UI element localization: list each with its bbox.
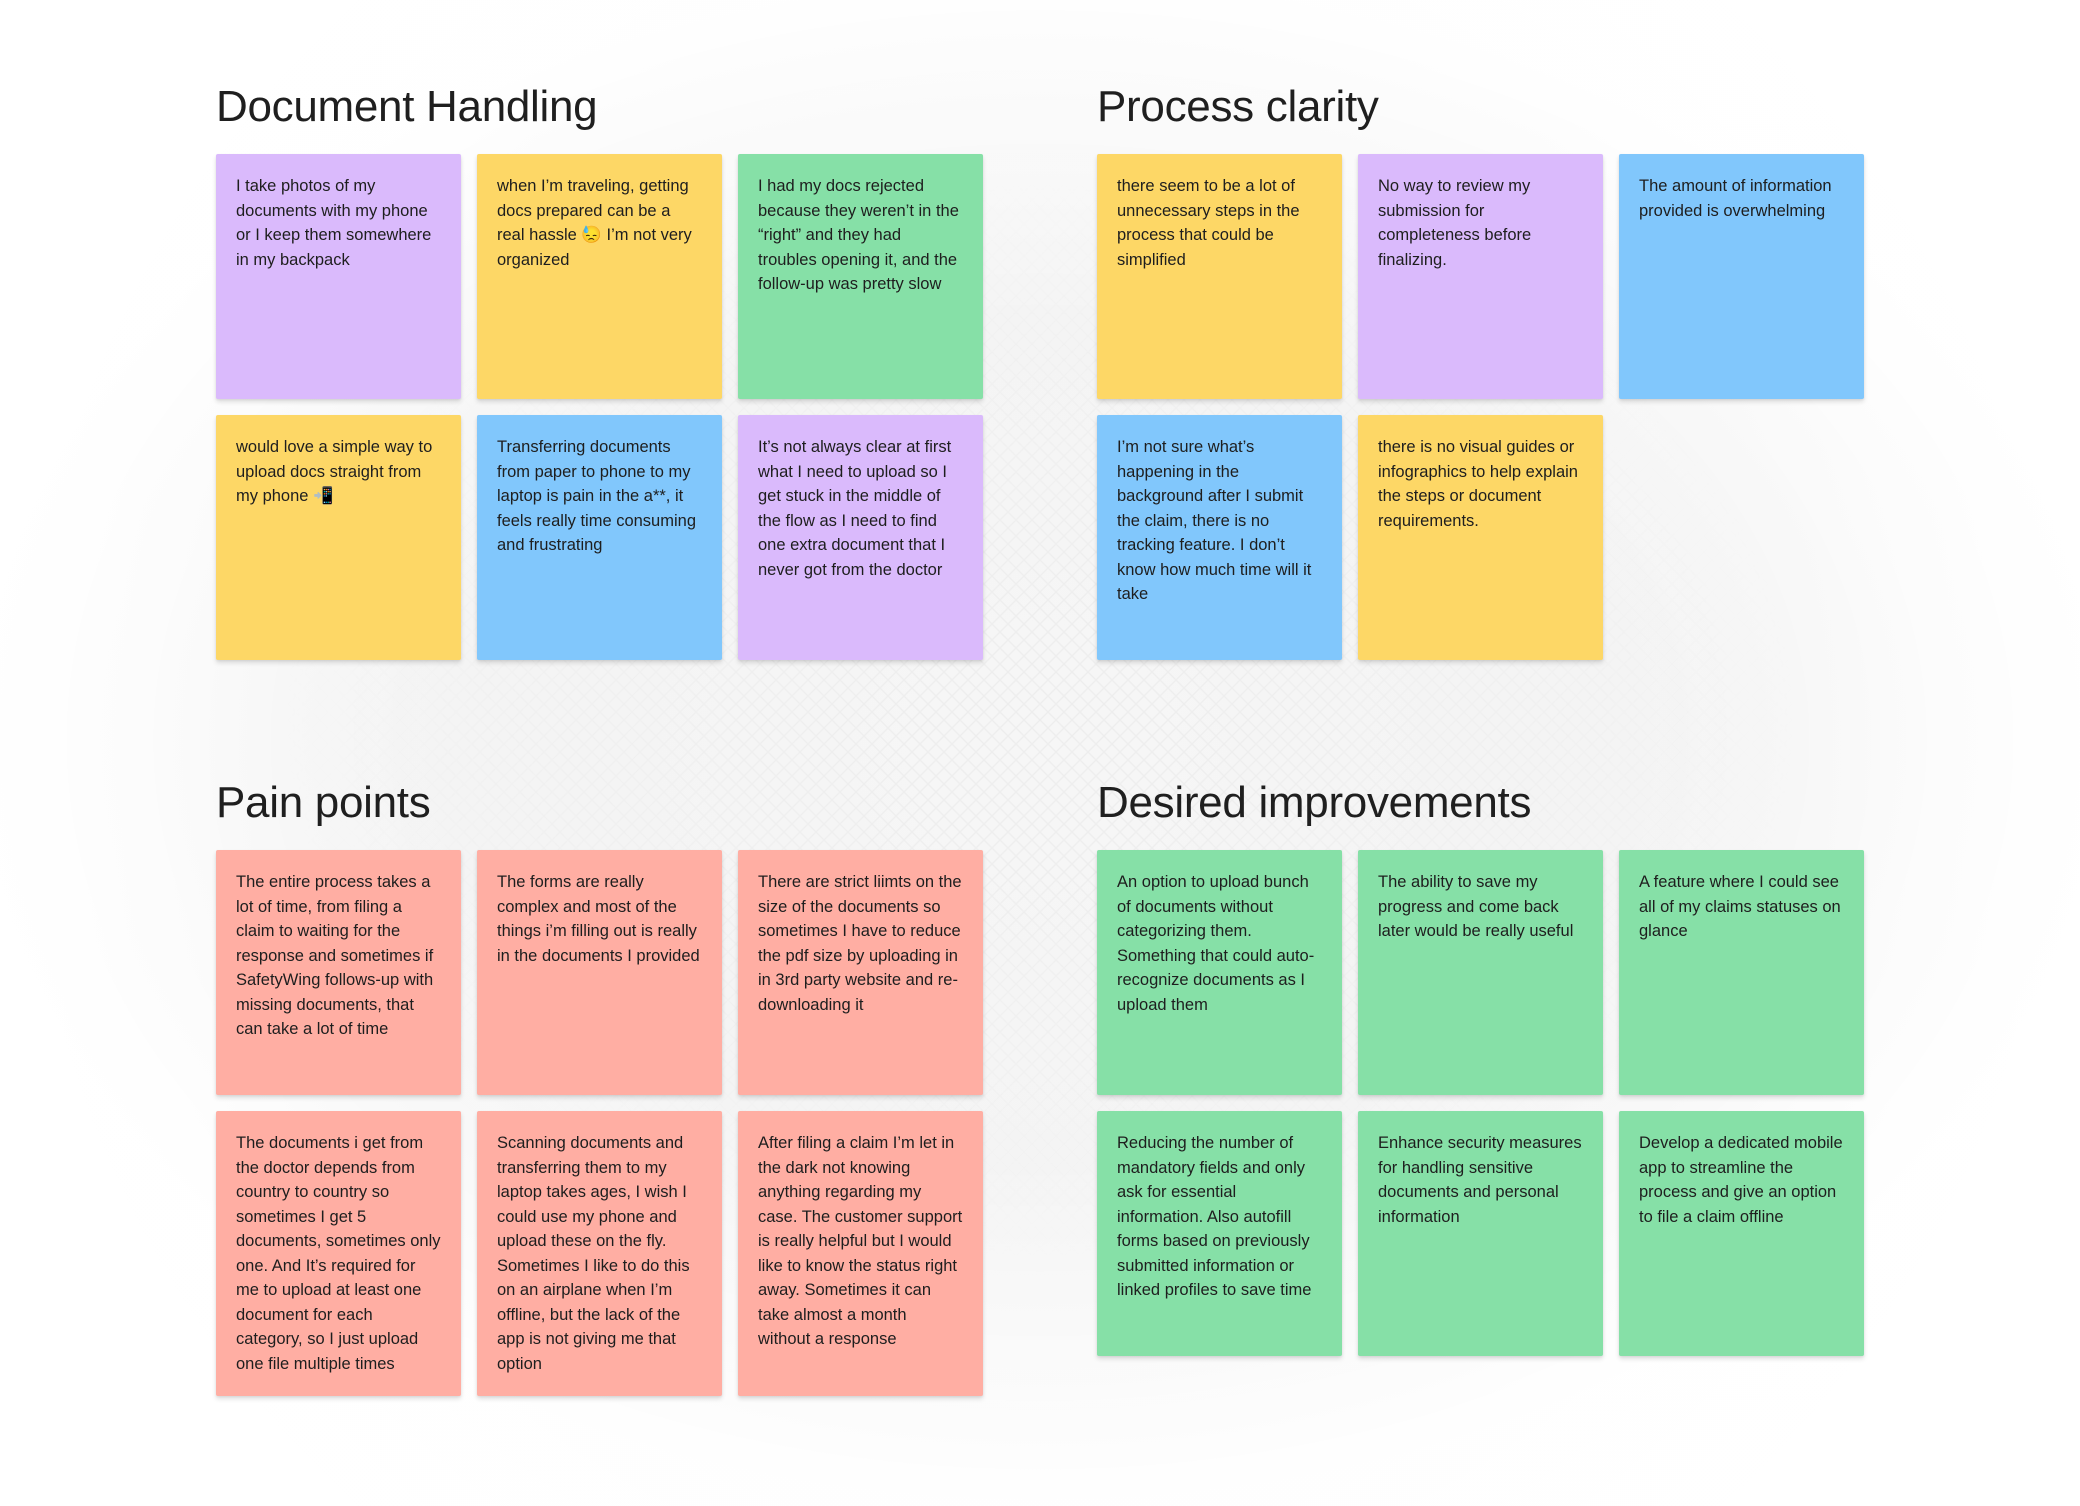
sticky-note-text: Reducing the number of mandatory fields …: [1117, 1134, 1312, 1299]
sticky-note[interactable]: The entire process takes a lot of time, …: [216, 850, 461, 1095]
sticky-note-text: It’s not always clear at first what I ne…: [758, 438, 952, 579]
section-process-clarity: Process clarity there seem to be a lot o…: [1097, 82, 1865, 662]
sticky-note-text: There are strict liimts on the size of t…: [758, 873, 962, 1014]
sticky-note[interactable]: I take photos of my documents with my ph…: [216, 154, 461, 399]
sticky-note-text: A feature where I could see all of my cl…: [1639, 873, 1841, 940]
sticky-note[interactable]: there seem to be a lot of unnecessary st…: [1097, 154, 1342, 399]
sticky-note-text: I take photos of my documents with my ph…: [236, 177, 432, 269]
sticky-note-text: would love a simple way to upload docs s…: [236, 438, 433, 505]
sticky-note[interactable]: I had my docs rejected because they were…: [738, 154, 983, 399]
sticky-note-text: there seem to be a lot of unnecessary st…: [1117, 177, 1300, 269]
sticky-note[interactable]: There are strict liimts on the size of t…: [738, 850, 983, 1095]
section-title-pain-points[interactable]: Pain points: [216, 778, 431, 827]
section-desired-improvements: Desired improvements An option to upload…: [1097, 778, 1865, 1358]
sticky-note-text: there is no visual guides or infographic…: [1378, 438, 1578, 530]
section-title-process-clarity[interactable]: Process clarity: [1097, 82, 1379, 131]
sticky-note-text: Develop a dedicated mobile app to stream…: [1639, 1134, 1843, 1226]
sticky-note-text: The entire process takes a lot of time, …: [236, 873, 434, 1038]
sticky-note[interactable]: The ability to save my progress and come…: [1358, 850, 1603, 1095]
sticky-note[interactable]: The documents i get from the doctor depe…: [216, 1111, 461, 1396]
sticky-note-text: The ability to save my progress and come…: [1378, 873, 1574, 940]
sticky-note[interactable]: Scanning documents and transferring them…: [477, 1111, 722, 1396]
sticky-note[interactable]: would love a simple way to upload docs s…: [216, 415, 461, 660]
sticky-note[interactable]: After filing a claim I’m let in the dark…: [738, 1111, 983, 1396]
sticky-note-text: Enhance security measures for handling s…: [1378, 1134, 1582, 1226]
sticky-note[interactable]: I’m not sure what’s happening in the bac…: [1097, 415, 1342, 660]
sticky-note[interactable]: when I’m traveling, getting docs prepare…: [477, 154, 722, 399]
sticky-note[interactable]: The forms are really complex and most of…: [477, 850, 722, 1095]
section-document-handling: Document Handling I take photos of my do…: [216, 82, 984, 662]
sticky-note[interactable]: No way to review my submission for compl…: [1358, 154, 1603, 399]
section-title-document-handling[interactable]: Document Handling: [216, 82, 598, 131]
sticky-note-text: when I’m traveling, getting docs prepare…: [497, 177, 692, 269]
sticky-note-text: Transferring documents from paper to pho…: [497, 438, 696, 554]
sticky-note-text: I had my docs rejected because they were…: [758, 177, 959, 293]
sticky-note[interactable]: Transferring documents from paper to pho…: [477, 415, 722, 660]
sticky-note[interactable]: Enhance security measures for handling s…: [1358, 1111, 1603, 1356]
sticky-note-text: The forms are really complex and most of…: [497, 873, 700, 965]
sticky-note-text: No way to review my submission for compl…: [1378, 177, 1532, 269]
sticky-note[interactable]: An option to upload bunch of documents w…: [1097, 850, 1342, 1095]
sticky-note-text: The documents i get from the doctor depe…: [236, 1134, 441, 1373]
sticky-note-text: Scanning documents and transferring them…: [497, 1134, 690, 1373]
sticky-note[interactable]: A feature where I could see all of my cl…: [1619, 850, 1864, 1095]
sticky-note-text: I’m not sure what’s happening in the bac…: [1117, 438, 1312, 603]
section-title-desired-improvements[interactable]: Desired improvements: [1097, 778, 1532, 827]
sticky-note[interactable]: there is no visual guides or infographic…: [1358, 415, 1603, 660]
sticky-note-text: After filing a claim I’m let in the dark…: [758, 1134, 963, 1348]
sticky-note-text: The amount of information provided is ov…: [1639, 177, 1832, 220]
sticky-note-text: An option to upload bunch of documents w…: [1117, 873, 1315, 1014]
sticky-note[interactable]: Develop a dedicated mobile app to stream…: [1619, 1111, 1864, 1356]
sticky-note[interactable]: It’s not always clear at first what I ne…: [738, 415, 983, 660]
sticky-note[interactable]: Reducing the number of mandatory fields …: [1097, 1111, 1342, 1356]
section-pain-points: Pain points The entire process takes a l…: [216, 778, 984, 1398]
sticky-note[interactable]: The amount of information provided is ov…: [1619, 154, 1864, 399]
